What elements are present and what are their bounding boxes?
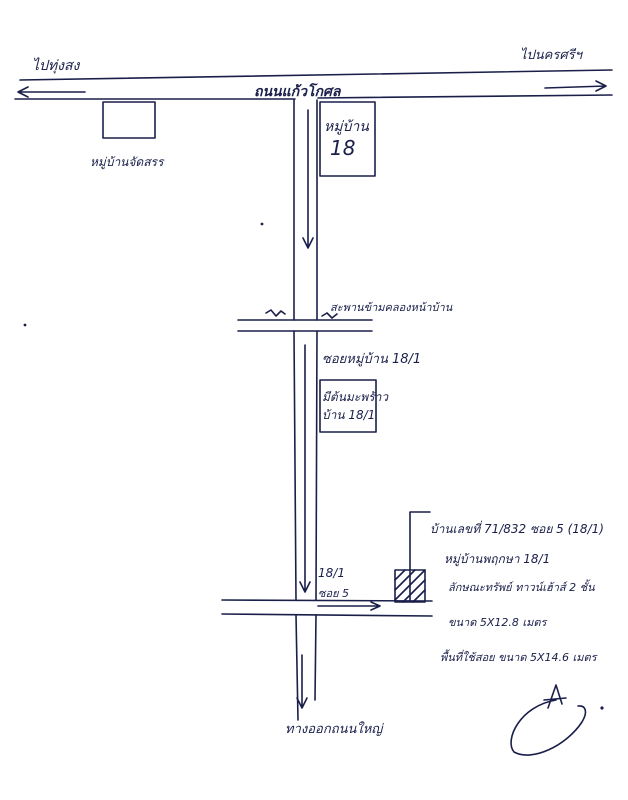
shop-label-line1: มีต้นมะพร้าว xyxy=(322,390,389,404)
soi-arrow-bottom-icon xyxy=(296,654,308,709)
soi-top-label-line1: หมู่บ้าน xyxy=(324,119,369,135)
stray-dot-left xyxy=(23,323,27,327)
stray-dot-middle xyxy=(260,222,264,226)
soi-top-box xyxy=(319,101,376,177)
left-building-box xyxy=(102,101,156,139)
house-address-line: บ้านเลขที่ 71/832 ซอย 5 (18/1) xyxy=(430,522,604,536)
soi-right-edge xyxy=(314,99,318,701)
bridge-mark-left xyxy=(265,309,286,317)
house-type-line: ลักษณะทรัพย์ ทาวน์เฮ้าส์ 2 ชั้น xyxy=(448,581,595,594)
signature-dot xyxy=(600,706,604,710)
cross-road-bottom-edge xyxy=(221,613,433,617)
signature-mark xyxy=(510,684,587,756)
soi-arrow-middle-icon xyxy=(299,344,311,593)
junction-label-line1: 18/1 xyxy=(318,566,345,580)
bridge-label: สะพานข้ามคลองหน้าบ้าน xyxy=(330,301,453,314)
junction-label-line2: ซอย 5 xyxy=(318,587,350,600)
bridge-mark-right xyxy=(321,312,338,319)
cross-road-arrow-icon xyxy=(317,601,381,611)
house-hatched-box xyxy=(394,569,426,603)
soi-left-edge xyxy=(293,99,299,721)
main-road-top-edge xyxy=(19,69,613,81)
main-road-label: ถนนแก้วโกศล xyxy=(254,84,341,100)
house-area-line: พื้นที่ใช้สอย ขนาด 5X14.6 เมตร xyxy=(440,651,597,664)
main-road-bottom-edge-right xyxy=(317,94,613,99)
soi-name-label: ซอยหมู่บ้าน 18/1 xyxy=(322,352,422,367)
shop-box xyxy=(319,379,377,433)
soi-arrow-top-icon xyxy=(302,109,314,249)
arrow-right-icon xyxy=(544,80,607,92)
house-plot-outline xyxy=(409,511,431,601)
left-building-label: หมู่บ้านจัดสรร xyxy=(90,155,164,169)
soi-top-label-line2: 18 xyxy=(330,136,356,160)
direction-right-label: ไปนครศรีฯ xyxy=(520,48,582,63)
arrow-left-icon xyxy=(17,86,86,98)
house-village-line: หมู่บ้านพฤกษา 18/1 xyxy=(444,552,551,566)
house-hatch-lines xyxy=(394,569,426,603)
bottom-exit-label: ทางออกถนนใหญ่ xyxy=(285,722,383,737)
cross-road-top-edge xyxy=(221,599,433,602)
direction-left-label: ไปทุ่งสง xyxy=(32,58,80,74)
shop-label-line2: บ้าน 18/1 xyxy=(322,408,376,422)
house-size-line: ขนาด 5X12.8 เมตร xyxy=(448,616,547,629)
